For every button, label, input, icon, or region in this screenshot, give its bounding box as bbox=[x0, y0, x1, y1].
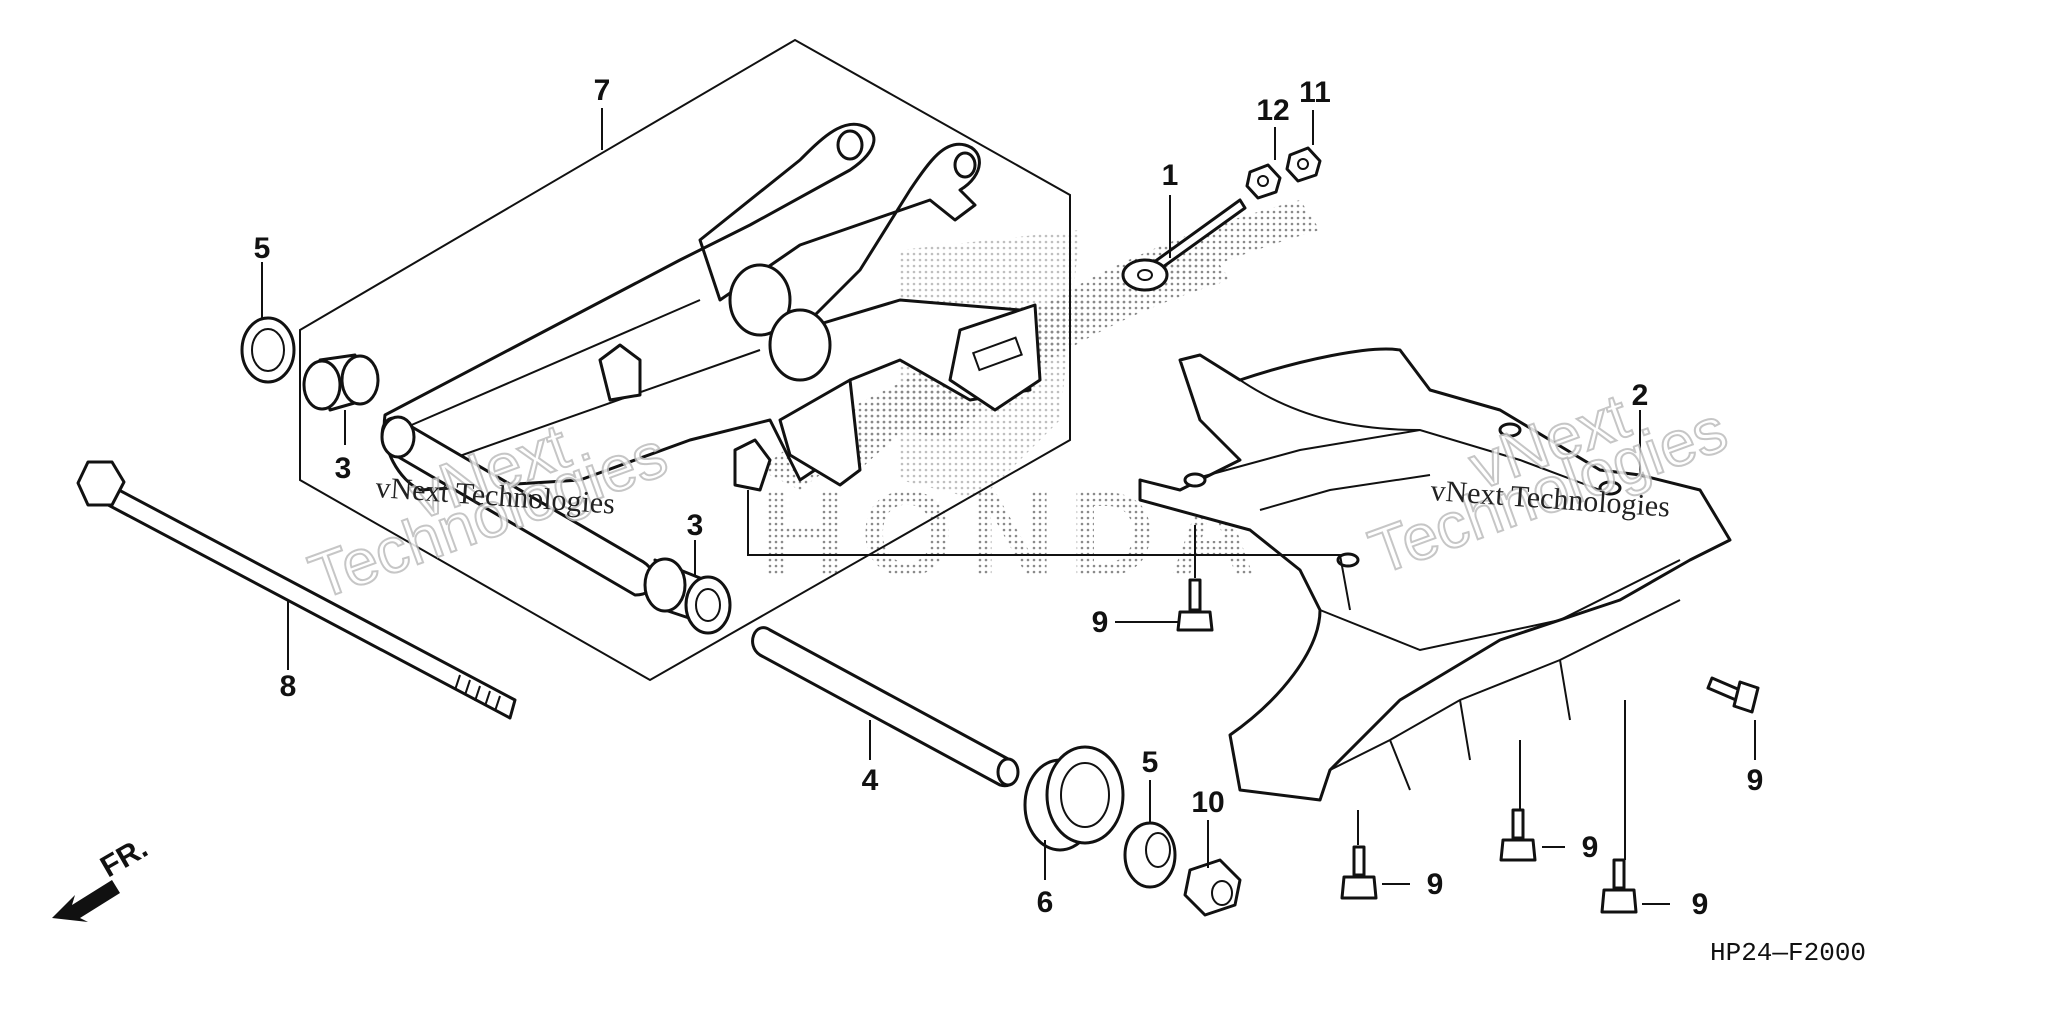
diagram-code: HP24—F2000 bbox=[1710, 938, 1866, 968]
nut-12 bbox=[1245, 163, 1282, 200]
callout-3-right: 3 bbox=[687, 509, 704, 542]
callout-5-upper: 5 bbox=[254, 232, 271, 265]
front-direction-label: FR. bbox=[95, 831, 153, 884]
callout-3-left: 3 bbox=[335, 452, 352, 485]
callout-9-a: 9 bbox=[1092, 606, 1109, 639]
bushing-left bbox=[302, 353, 380, 412]
callout-8: 8 bbox=[280, 670, 297, 703]
callout-9-e: 9 bbox=[1747, 764, 1764, 797]
callout-4: 4 bbox=[862, 764, 879, 797]
swingarm-group-outline bbox=[299, 38, 1071, 682]
pivot-nut bbox=[1183, 858, 1242, 917]
pivot-collar bbox=[751, 626, 1020, 788]
callout-9-c: 9 bbox=[1582, 831, 1599, 864]
dust-seal-upper bbox=[240, 316, 296, 384]
flange-bolt-5 bbox=[1706, 676, 1760, 714]
callout-12: 12 bbox=[1256, 94, 1289, 127]
callout-labels: 7 5 3 3 8 4 6 5 10 1 12 11 2 9 9 9 9 9 bbox=[254, 74, 1764, 921]
callout-7: 7 bbox=[594, 74, 611, 107]
dust-seal-lower bbox=[1123, 821, 1177, 889]
bushing-right bbox=[643, 557, 732, 635]
flange-bolt-4 bbox=[1600, 858, 1638, 914]
nut-11 bbox=[1285, 146, 1322, 183]
flange-bolt-1 bbox=[1176, 578, 1214, 632]
callout-10: 10 bbox=[1191, 786, 1224, 819]
pivot-bolt bbox=[76, 460, 517, 720]
leader-lines bbox=[261, 108, 1756, 905]
callout-11: 11 bbox=[1299, 76, 1331, 109]
stud-bolt bbox=[1121, 198, 1247, 292]
flange-bolt-2 bbox=[1340, 845, 1378, 900]
callout-6: 6 bbox=[1037, 886, 1054, 919]
bearing bbox=[1023, 745, 1125, 852]
swingarm bbox=[380, 122, 1042, 597]
callout-2: 2 bbox=[1632, 379, 1649, 412]
callout-9-d: 9 bbox=[1692, 888, 1709, 921]
front-direction-arrow: FR. bbox=[52, 831, 153, 922]
callout-9-b: 9 bbox=[1427, 868, 1444, 901]
skid-plate bbox=[1138, 347, 1732, 802]
flange-bolt-3 bbox=[1499, 808, 1537, 862]
callout-1: 1 bbox=[1162, 159, 1179, 192]
callout-5-lower: 5 bbox=[1142, 746, 1159, 779]
